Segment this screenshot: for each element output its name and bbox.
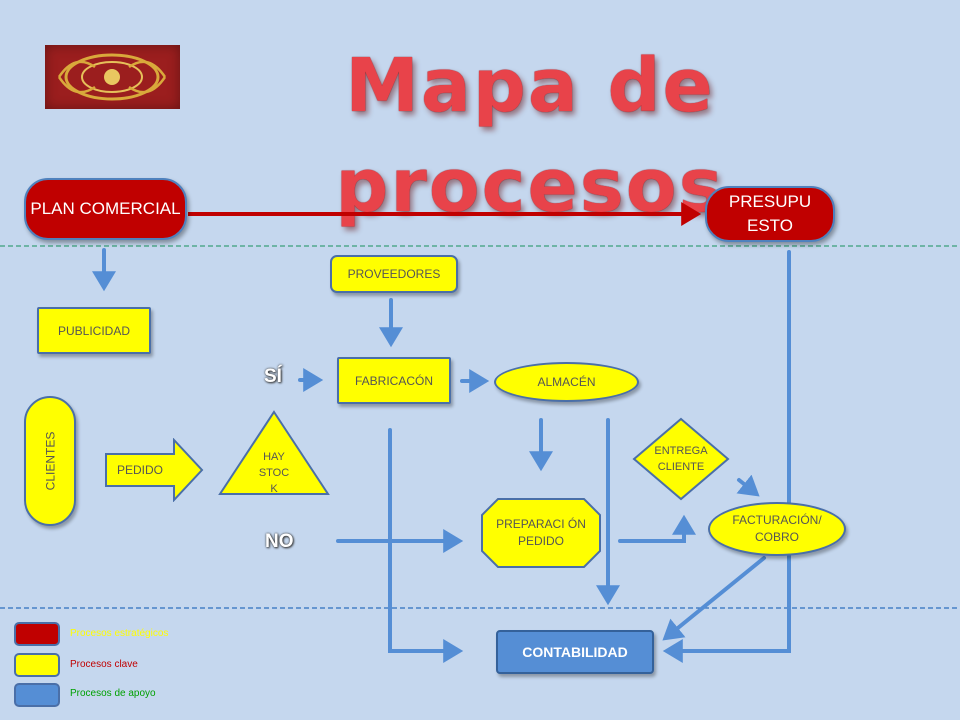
node-facturacion-cobro: FACTURACIÓN/ COBRO <box>708 502 846 556</box>
node-hay-stock-label: HAY STOC K <box>258 451 290 495</box>
arrow-presupuesto-to-contabilidad <box>662 250 791 663</box>
arrow-preparacion-to-entrega <box>618 514 696 543</box>
node-entrega-cliente: ENTREGA CLIENTE <box>632 417 730 501</box>
node-publicidad: PUBLICIDAD <box>37 307 151 354</box>
pedido-arrow-shape <box>105 438 204 502</box>
node-pedido-label: PEDIDO <box>116 463 163 477</box>
legend-swatch-key <box>14 653 60 677</box>
logo-crest-icon <box>57 53 167 101</box>
branch-yes-label: SÍ <box>264 366 282 387</box>
arrow-facturacion-to-contabilidad <box>662 556 766 641</box>
node-preparacion-pedido-label: PREPARACI ÓN PEDIDO <box>496 517 586 548</box>
arrow-entrega-to-facturacion <box>736 474 760 497</box>
node-presupuesto: PRESUPU ESTO <box>705 186 835 242</box>
node-pedido: PEDIDO <box>104 438 204 502</box>
page-title: Mapa de procesos <box>335 43 725 229</box>
branch-no-label: NO <box>265 531 294 552</box>
node-fabricacion: FABRICACÓN <box>337 357 451 404</box>
node-proveedores: PROVEEDORES <box>330 255 458 293</box>
node-entrega-cliente-label: ENTREGA CLIENTE <box>654 445 708 473</box>
logo <box>45 45 180 109</box>
node-preparacion-pedido: PREPARACI ÓN PEDIDO <box>480 497 602 569</box>
legend-label-key: Procesos clave <box>70 659 138 670</box>
node-hay-stock: HAY STOC K <box>218 410 330 496</box>
legend-swatch-support <box>14 683 60 707</box>
legend-label-support: Procesos de apoyo <box>70 688 156 699</box>
node-almacen: ALMACÉN <box>494 362 639 402</box>
legend-label-strategic: Procesos estratégicos <box>70 628 169 639</box>
preparacion-octagon-shape <box>481 498 601 568</box>
entrega-diamond-shape <box>632 417 730 501</box>
node-contabilidad: CONTABILIDAD <box>496 630 654 674</box>
node-plan-comercial: PLAN COMERCIAL <box>24 178 187 240</box>
legend: Procesos estratégicos Procesos clave Pro… <box>14 622 254 707</box>
hay-stock-triangle-shape <box>218 410 330 495</box>
node-clientes: CLIENTES <box>24 396 76 526</box>
legend-swatch-strategic <box>14 622 60 646</box>
node-clientes-label: CLIENTES <box>43 431 57 491</box>
arrow-fabricacion-to-contabilidad <box>388 428 464 663</box>
